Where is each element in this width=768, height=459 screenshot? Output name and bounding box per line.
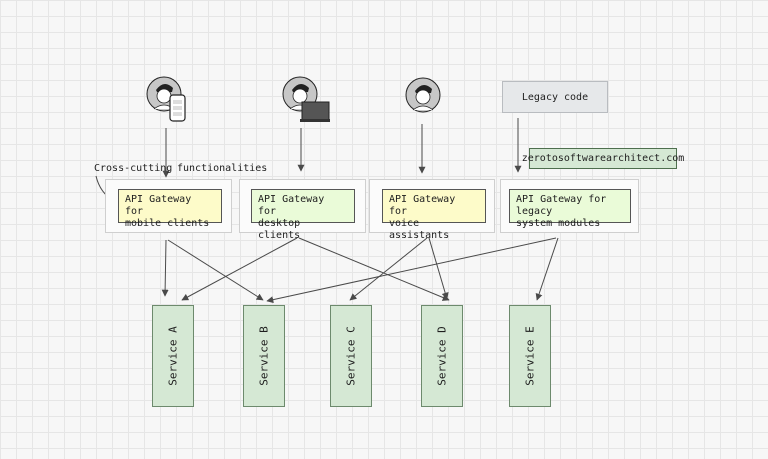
gateway-legacy-container: API Gateway for legacy system modules (500, 179, 639, 233)
service-b-label: Service B (257, 326, 271, 386)
arrow-voice-to-service-d (428, 237, 449, 300)
arrow-voice-to-service-c (349, 237, 428, 301)
arrow-legacy-to-service-e (535, 237, 559, 301)
gateway-voice-container: API Gateway for voice assistants (369, 179, 495, 241)
watermark-label: zerotosoftwarearchitect.com (522, 148, 684, 169)
service-c-label: Service C (344, 326, 358, 386)
client-mobile-user (145, 75, 195, 127)
user-icon (405, 77, 441, 113)
gateway-voice: API Gateway for voice assistants (382, 189, 486, 241)
arrow-mobile-to-service-a (161, 239, 169, 297)
arrow-desktop-to-service-d (298, 237, 450, 301)
arrow-mobile-to-service-b (167, 239, 264, 301)
annotation-functionalities: functionalities (177, 163, 268, 174)
client-desktop-user (280, 75, 332, 127)
annotation-cross-cutting: Cross-cutting (94, 163, 173, 174)
service-d-label: Service D (435, 326, 449, 386)
service-d: Service D (421, 305, 463, 407)
service-e: Service E (509, 305, 551, 407)
service-a-label: Service A (166, 326, 180, 386)
gateway-legacy: API Gateway for legacy system modules (509, 189, 631, 229)
service-c: Service C (330, 305, 372, 407)
gateway-desktop: API Gateway for desktop clients (251, 189, 355, 241)
arrow-desktop-to-service-a (181, 237, 298, 301)
service-b: Service B (243, 305, 285, 407)
service-a: Service A (152, 305, 194, 407)
gateway-mobile-container: API Gateway for mobile clients (105, 179, 232, 233)
legacy-code-box: Legacy code (502, 81, 608, 113)
gateway-desktop-container: API Gateway for desktop clients (239, 179, 366, 241)
client-voice-user (403, 75, 443, 115)
user-with-laptop-icon (282, 76, 330, 122)
arrow-legacy-to-service-b (266, 237, 557, 304)
user-with-phone-icon (146, 76, 186, 122)
gateway-mobile: API Gateway for mobile clients (118, 189, 222, 229)
service-e-label: Service E (523, 326, 537, 386)
